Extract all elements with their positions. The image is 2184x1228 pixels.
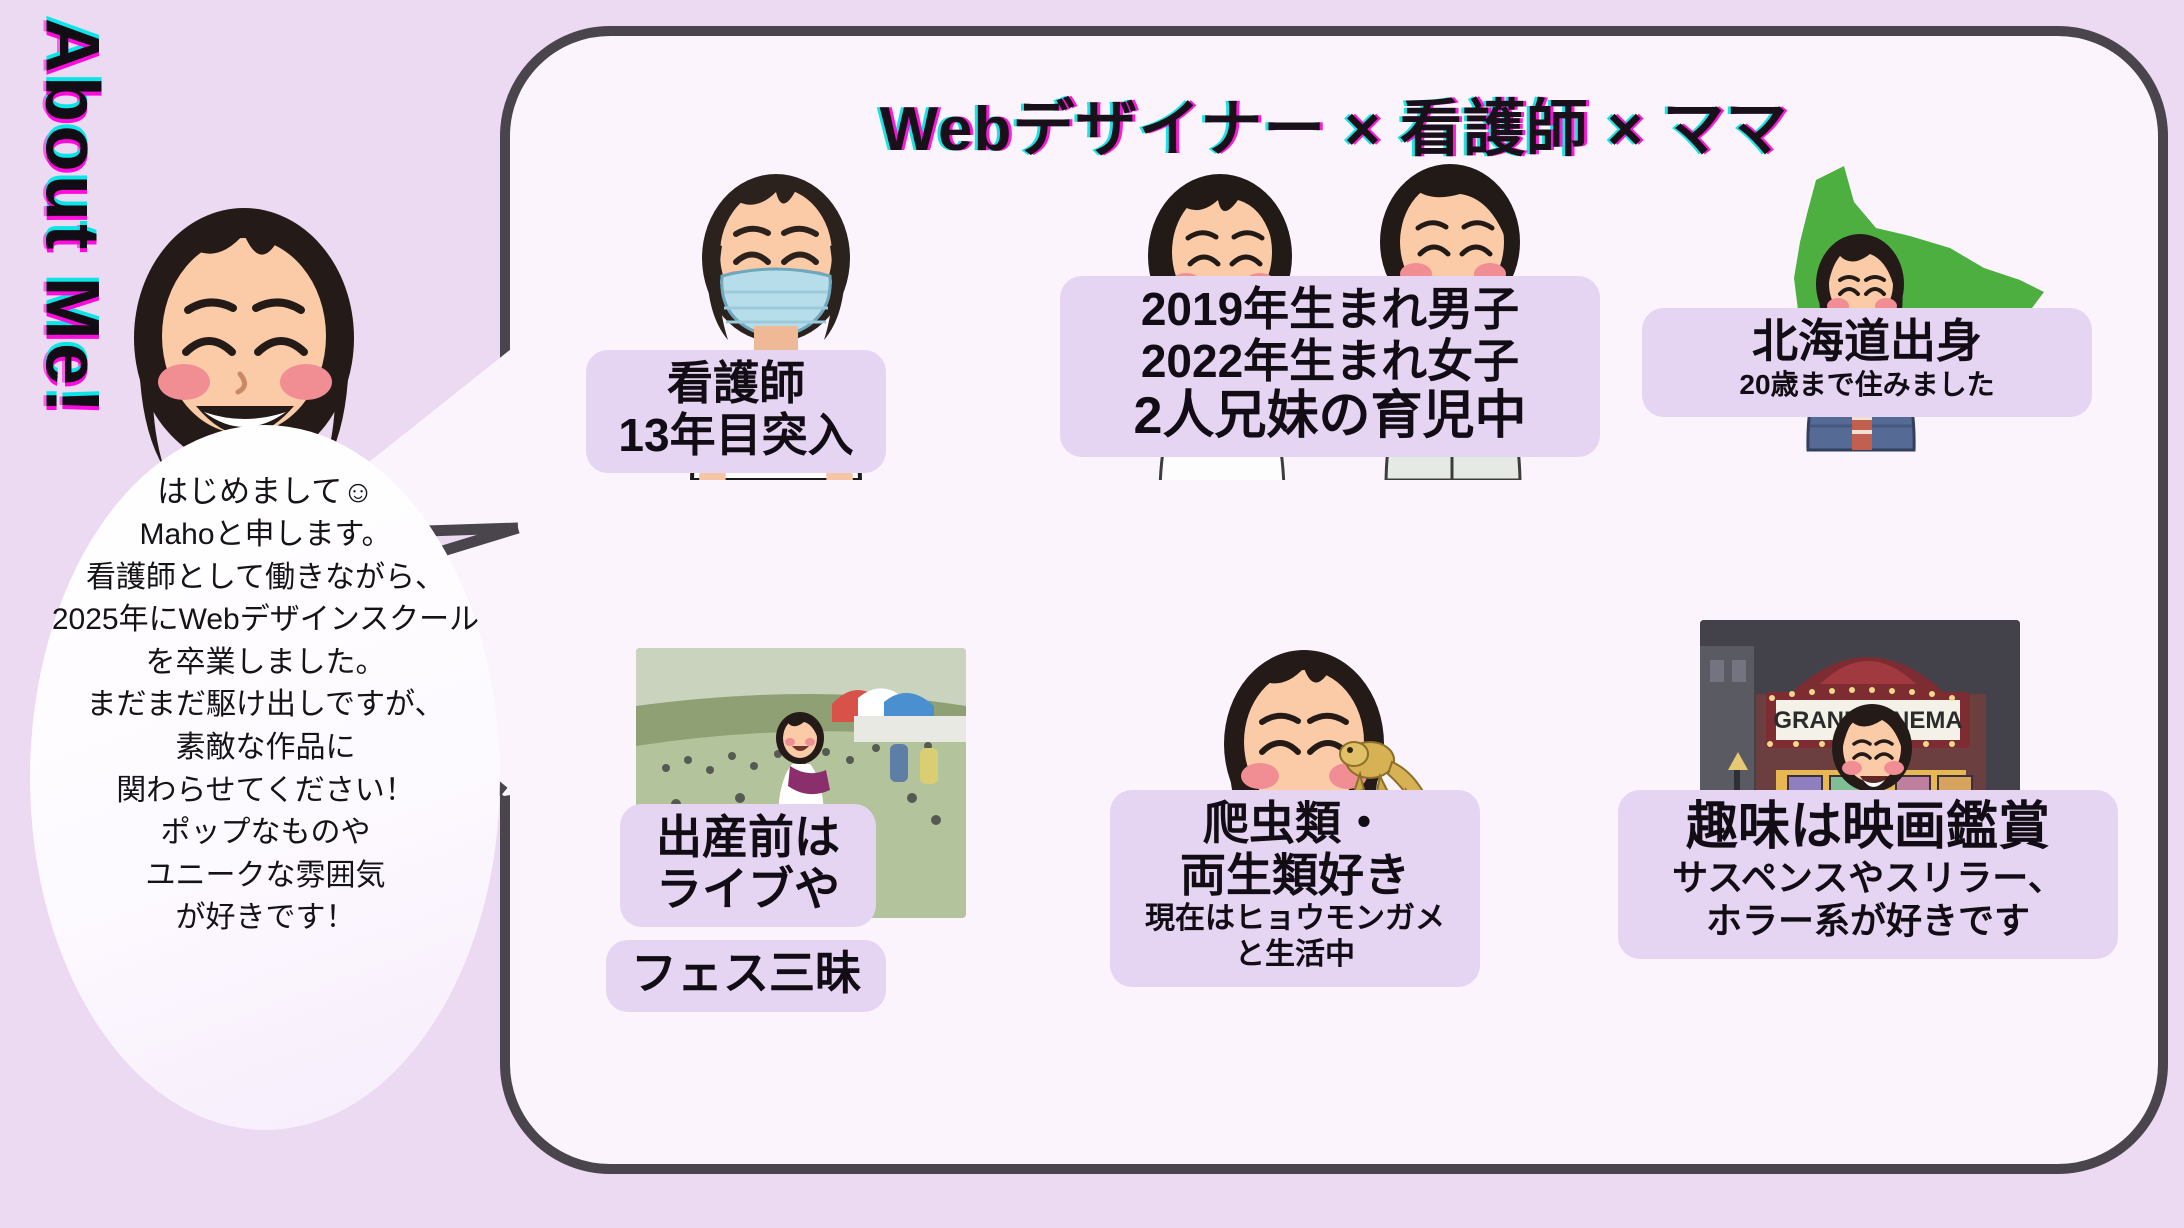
page-title: About Me! <box>8 18 128 538</box>
badge-line-1: 看護師 <box>667 357 805 409</box>
bio-line: 看護師として働きながら、 <box>85 560 446 594</box>
card-cinema: GRAND CINEMA <box>1618 620 2118 1100</box>
badge-sub: 20歳まで住みました <box>1739 368 1995 400</box>
badge-sub-2: ホラー系が好きです <box>1705 900 2030 942</box>
bio-line: 2025年にWebデザインスクール <box>51 603 480 637</box>
card-festival: 出産前は ライブや フェス三昧 <box>596 640 996 1140</box>
card-kids: 2019年生まれ男子 2022年生まれ女子 2人兄妹の育児中 <box>1050 150 1610 620</box>
badge-hokkaido: 北海道出身 20歳まで住みました <box>1642 308 2092 418</box>
badge-reptile: 爬虫類・ 両生類好き 現在はヒョウモンガメ と生活中 <box>1110 790 1480 988</box>
bio-line: ユニークな雰囲気 <box>145 858 386 892</box>
badge-line-1: 北海道出身 <box>1752 315 1982 367</box>
badge-festival-1: 出産前は ライブや <box>620 804 876 928</box>
bio-line: ポップなものや <box>160 816 371 850</box>
badge-line-1: 出産前は <box>656 811 840 863</box>
badge-sub-1: 現在はヒョウモンガメ <box>1145 902 1445 936</box>
badge-line-3: 2人兄妹の育児中 <box>1133 387 1527 446</box>
bio-line: 素敵な作品に <box>175 730 356 764</box>
badge-line-1: 2019年生まれ男子 <box>1140 283 1520 335</box>
badge-kids: 2019年生まれ男子 2022年生まれ女子 2人兄妹の育児中 <box>1060 276 1600 458</box>
badge-line-3: フェス三昧 <box>631 947 861 999</box>
badge-festival-2: フェス三昧 <box>606 940 886 1012</box>
badge-sub-2: と生活中 <box>1235 938 1355 972</box>
badge-line-2: 13年目突入 <box>618 408 854 461</box>
badge-line-2: 両生類好き <box>1180 848 1410 901</box>
card-reptile: 爬虫類・ 両生類好き 現在はヒョウモンガメ と生活中 <box>1110 620 1530 1120</box>
card-hokkaido: 北海道出身 20歳まで住みました <box>1642 150 2092 590</box>
badge-nurse: 看護師 13年目突入 <box>586 350 886 474</box>
about-me-label: About Me! <box>29 18 115 417</box>
bio-line: が好きです！ <box>175 901 356 935</box>
badge-line-1: 趣味は映画鑑賞 <box>1685 798 2050 856</box>
bio-line: Mahoと申します。 <box>139 518 392 552</box>
badge-line-1: 爬虫類・ <box>1203 797 1387 849</box>
bio-line: 関わらせてください！ <box>116 773 415 807</box>
headline: Webデザイナー × 看護師 × ママ <box>879 95 1789 164</box>
badge-line-2: ライブや <box>656 862 840 915</box>
badge-line-2: 2022年生まれ女子 <box>1140 334 1520 387</box>
bio-line: まだまだ駆け出しですが、 <box>86 688 445 722</box>
bio-bubble <box>30 425 500 1130</box>
bio-line: を卒業しました。 <box>145 645 386 679</box>
badge-cinema: 趣味は映画鑑賞 サスペンスやスリラー、 ホラー系が好きです <box>1618 790 2118 959</box>
card-nurse: 看護師 13年目突入 <box>586 150 956 620</box>
bio-line: はじめまして☺ <box>157 474 374 509</box>
bio-text: はじめまして☺ Mahoと申します。 看護師として働きながら、 2025年にWe… <box>38 470 493 940</box>
badge-sub-1: サスペンスやスリラー、 <box>1672 857 2064 899</box>
